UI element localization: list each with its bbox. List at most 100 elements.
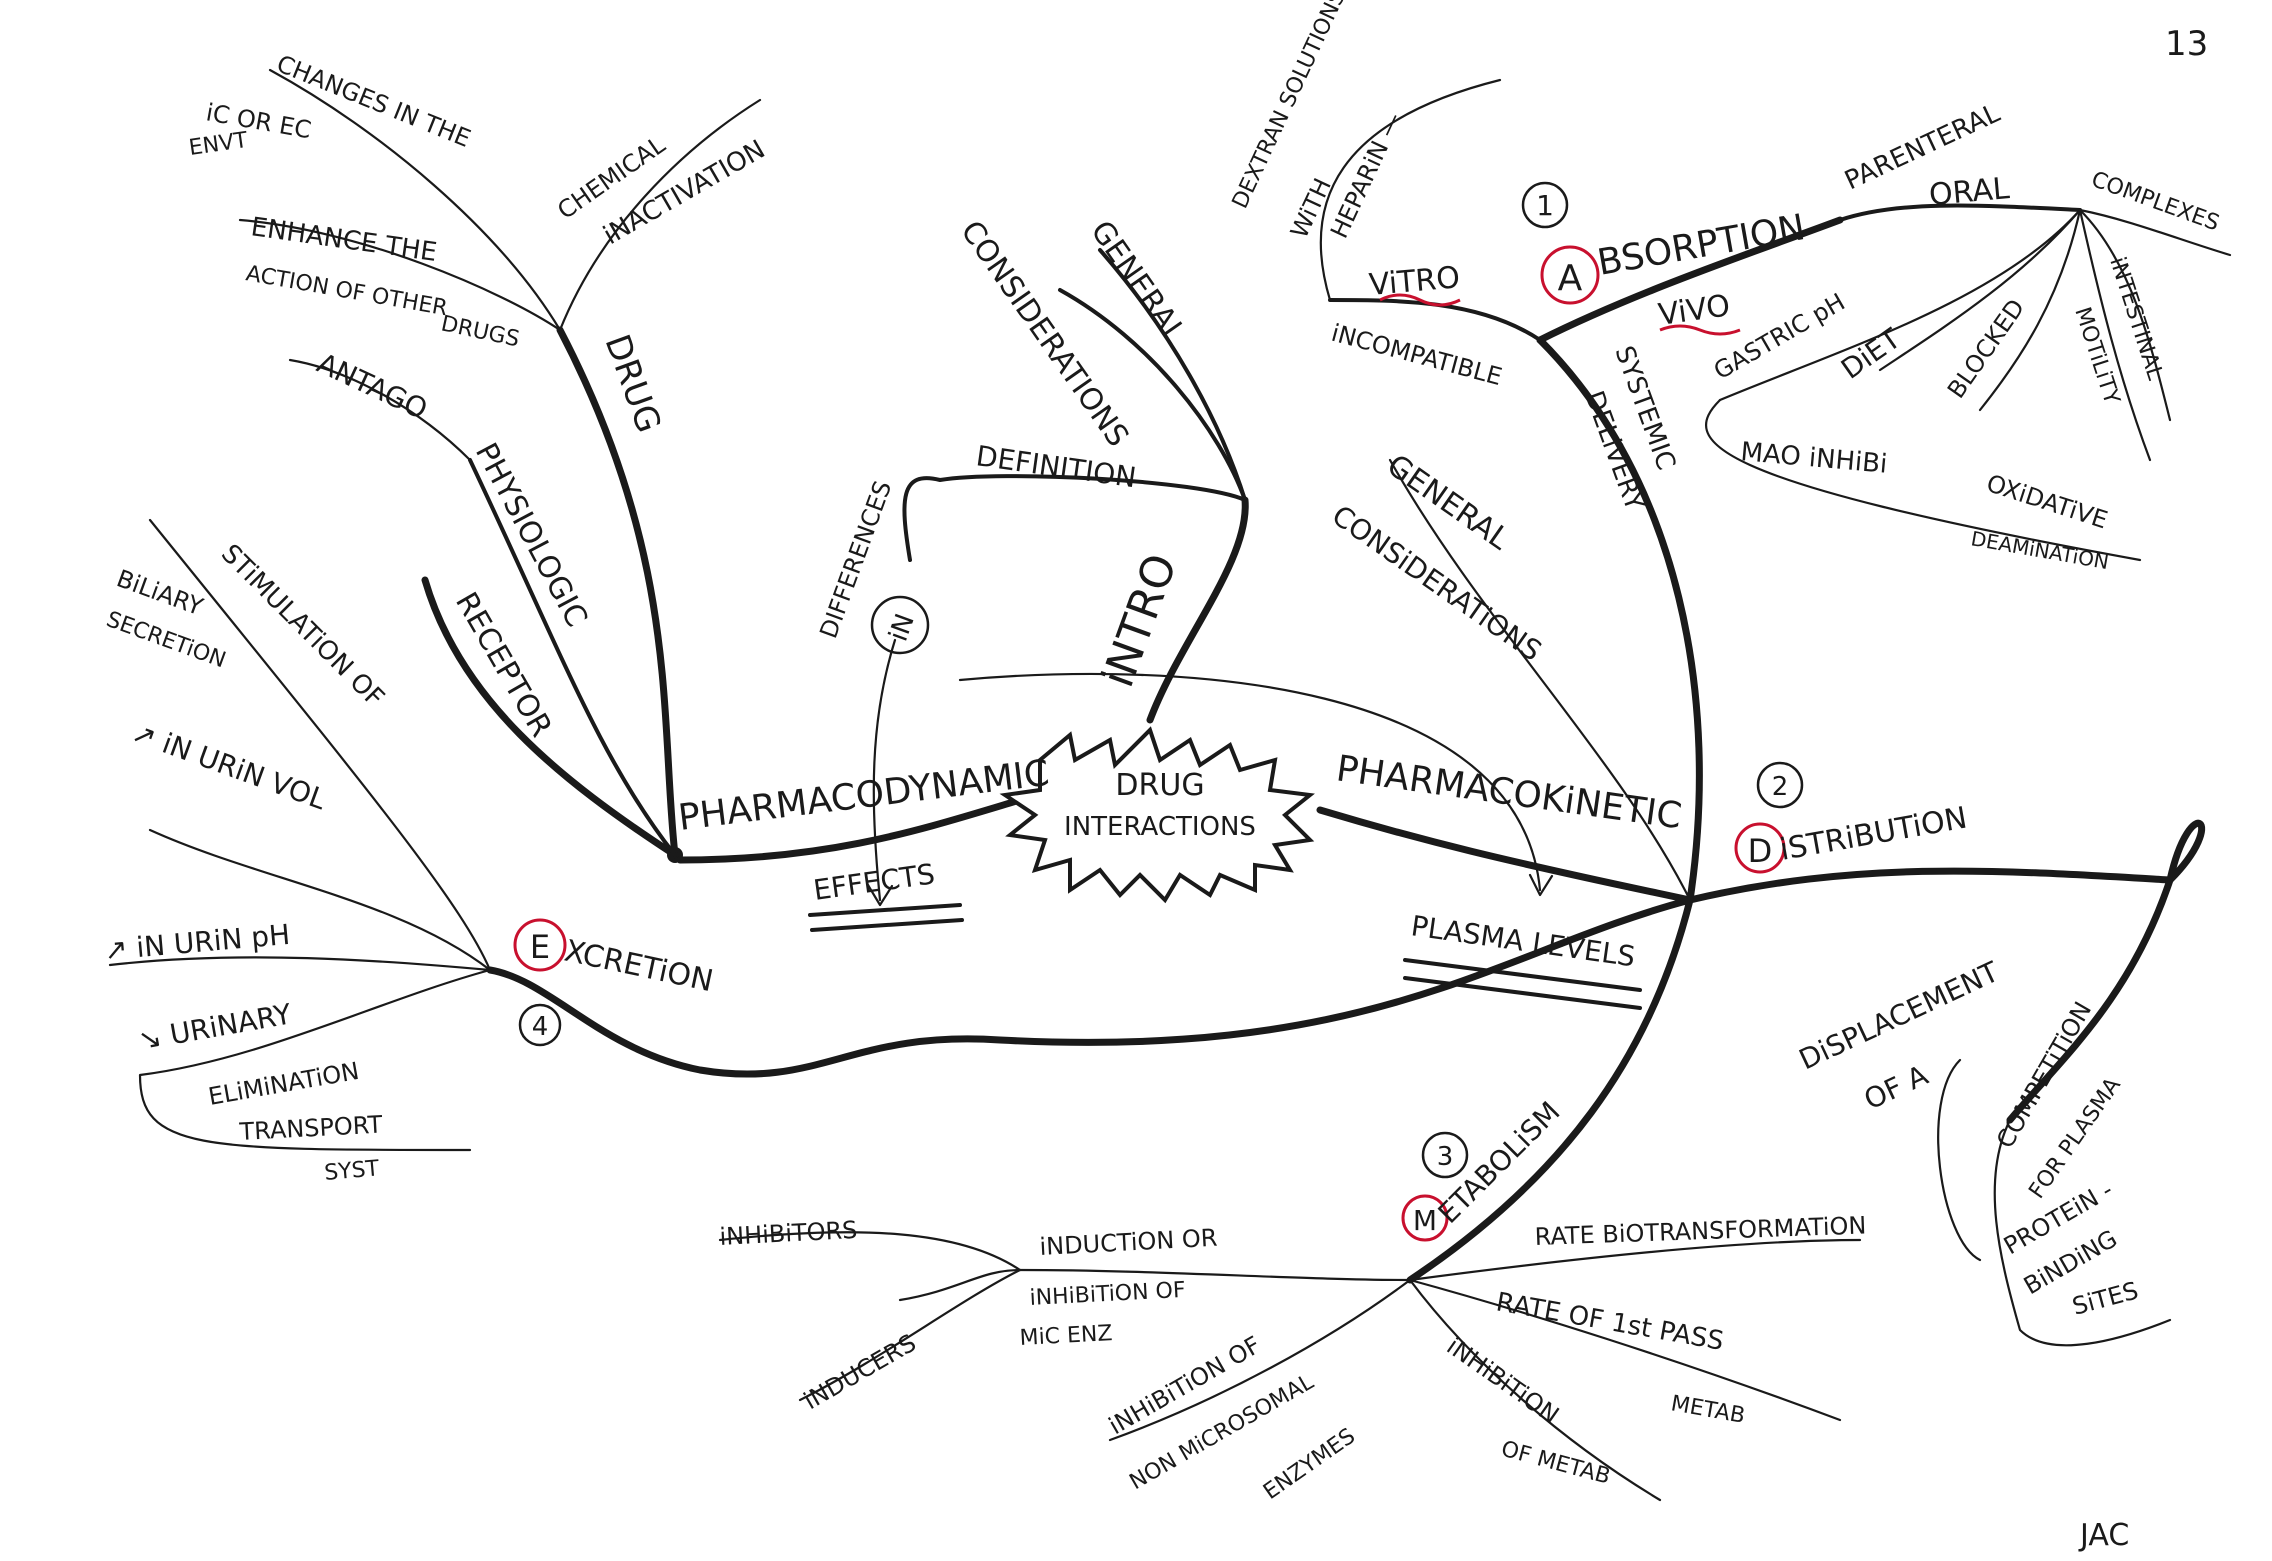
center-node: DRUG INTERACTIONS — [999, 726, 1315, 904]
metabolism-group: 3 M ETABOLiSM RATE BiOTRANSFORMATiON RAT… — [719, 1095, 1867, 1505]
line-antago — [288, 358, 472, 462]
line-intestinal — [2078, 208, 2172, 422]
drug-label: DRUG — [597, 329, 669, 438]
intro-general-line — [1098, 248, 1247, 502]
intro-general: GENERAL — [1083, 215, 1192, 350]
metabolism-number: 3 — [1437, 1142, 1454, 1172]
distribution-letter-circle — [1734, 822, 1786, 874]
transport-label: TRANSPORT — [238, 1111, 384, 1147]
line-chemical — [558, 98, 762, 332]
vivo-label: ViVO — [1656, 288, 1732, 333]
branch-systemic — [1536, 336, 1703, 904]
vivo-red-squiggle — [1659, 324, 1741, 336]
line-general-considerations — [1388, 458, 1692, 902]
systemic-considerations-label: CONSiDERATiONS — [1326, 499, 1548, 668]
arrow-effects-head — [866, 883, 894, 907]
inducers-label: iNDUCERS — [799, 1329, 921, 1415]
absorption-number-circle — [1521, 181, 1569, 229]
enhance-line-2: ACTION OF OTHER — [244, 261, 449, 321]
center-line-1: DRUG — [1115, 768, 1204, 803]
line-urin-vol — [148, 828, 492, 972]
induction-3: MiC ENZ — [1019, 1321, 1113, 1351]
pharmacodynamic-label: PHARMACODYNAMIC — [676, 753, 1051, 839]
elimination-label: ELiMiNATiON — [206, 1057, 361, 1111]
absorption-number: 1 — [1536, 189, 1554, 222]
line-urin-ph — [108, 956, 492, 972]
deamination-label: DEAMiNATiON — [1969, 526, 2111, 574]
signature: JAC — [2078, 1518, 2129, 1553]
line-induction — [898, 1268, 1412, 1302]
vitro-red-squiggle — [1379, 293, 1461, 307]
metabolism-letter-circle — [1401, 1194, 1449, 1242]
line-inhibition-of — [1108, 1278, 1412, 1442]
main-branches — [421, 203, 2206, 1284]
branch-distribution-curve — [2166, 819, 2206, 884]
intro-group: iNTRO GENERAL CONSIDERATIONS DEFINITION … — [814, 215, 1193, 694]
line-blocked — [1978, 208, 2082, 412]
branch-receptor — [421, 576, 679, 859]
induction-1: iNDUCTiON OR — [1039, 1224, 1218, 1261]
branch-metabolism — [1406, 896, 1694, 1284]
stimulation-label: STiMULATiON OF — [215, 539, 390, 714]
urinary-label: ↘ URiNARY — [135, 997, 294, 1057]
gastric-label: GASTRIC pH — [1709, 288, 1850, 385]
branch-pharmacokinetic — [1316, 806, 1694, 904]
line-biliary — [148, 518, 492, 972]
enzymes-label: ENZYMES — [1259, 1424, 1360, 1505]
branch-physiologic — [468, 458, 677, 857]
line-inducers — [798, 1268, 1022, 1402]
line-motility — [2078, 208, 2152, 462]
sub-branches — [108, 68, 2232, 1502]
line-competition — [1993, 1118, 2172, 1347]
plasma-underline-1 — [1403, 958, 1642, 992]
excretion-label: XCRETiON — [561, 934, 716, 1000]
enhance-line-3: DRUGS — [439, 311, 522, 352]
intestinal-label: iNTESTINAL — [2104, 254, 2167, 384]
displacement-label: DiSPLACEMENT — [1794, 955, 2005, 1077]
line-inhibition-metab — [1408, 1278, 1662, 1502]
branch-drug — [556, 326, 679, 859]
excretion-number: 4 — [532, 1012, 549, 1042]
branch-absorption — [1536, 216, 1844, 344]
inhibitors-label: iNHiBiTORS — [719, 1216, 858, 1251]
arrow-effects — [872, 638, 897, 902]
intro-considerations-line — [1058, 288, 1247, 502]
distribution-letter: D — [1748, 832, 1773, 870]
branch-oral — [1838, 203, 2082, 222]
metab-label: METAB — [1669, 1391, 1747, 1429]
dextran-label: DEXTRAN SOLUTIONS — [1228, 0, 1351, 213]
absorption-letter: A — [1558, 258, 1583, 299]
excretion-number-circle — [518, 1003, 562, 1047]
urin-vol-label: ↗ iN URiN VOL — [128, 716, 331, 817]
line-mao — [1704, 398, 2142, 562]
plasma-underline-2 — [1403, 976, 1642, 1010]
metabolism-number-circle — [1421, 1131, 1469, 1179]
line-gastric — [1718, 208, 2082, 402]
arrow-plasma-levels — [958, 672, 1542, 892]
inhibition-metab-1: iNHiBiTiON — [1442, 1332, 1564, 1429]
intro-in-circle — [870, 595, 930, 655]
page-number: 13 — [2165, 24, 2208, 64]
distribution-number-circle — [1756, 761, 1804, 809]
line-enhance — [238, 218, 562, 332]
center-line-2: INTERACTIONS — [1064, 812, 1256, 842]
oxidative-label: OXiDATiVE — [1983, 469, 2111, 534]
excretion-group: 4 E XCRETiON BiLiARY SECRETiON STiMULATi… — [103, 539, 717, 1186]
vitro-label: ViTRO — [1368, 260, 1462, 303]
branch-distribution — [1686, 867, 2174, 904]
line-rate-bio — [1408, 1238, 1862, 1282]
line-displacement — [1937, 1058, 1982, 1262]
effects-underline-2 — [810, 918, 964, 932]
syst-label: SYST — [323, 1156, 380, 1186]
oral-label: ORAL — [1928, 171, 2012, 213]
sites-label: SiTES — [2069, 1276, 2141, 1320]
line-inhibitors — [718, 1231, 1022, 1272]
definition-bracket — [902, 474, 1247, 562]
excretion-letter: E — [530, 928, 550, 966]
with-heparin-2: HEPARiN — — [1325, 108, 1408, 243]
inhibition-metab-2: OF METAB — [1498, 1437, 1612, 1490]
arrow-plasma-levels-head — [1528, 873, 1554, 897]
line-changes — [268, 68, 562, 332]
induction-2: iNHiBiTiON OF — [1029, 1278, 1186, 1311]
